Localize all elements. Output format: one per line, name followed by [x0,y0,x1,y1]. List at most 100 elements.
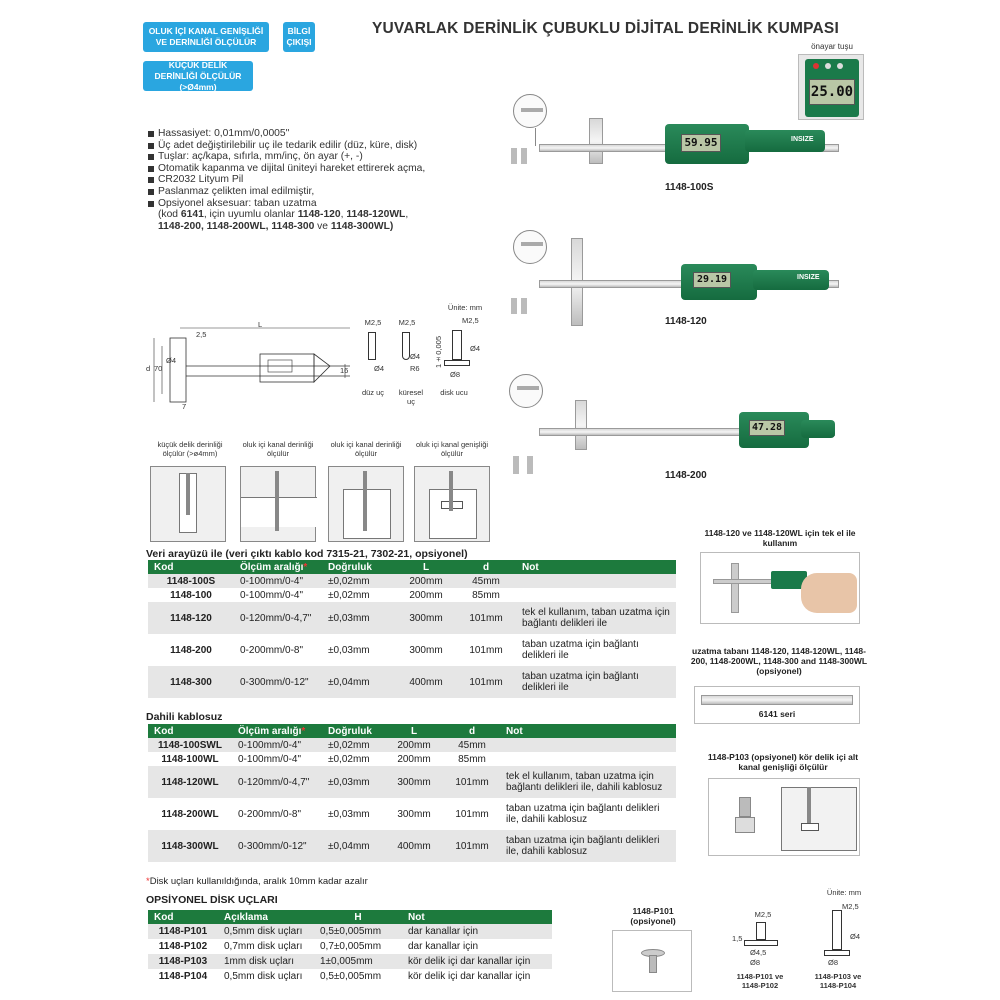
p103-drawing: M2,5 Ø4 Ø8 1148-P103 ve 1148-P104 [806,896,870,996]
p101-title: 1148-P101 (opsiyonel) [630,906,676,926]
model-label-1148-100s: 1148-100S [665,182,714,193]
col-header: Açıklama [218,910,314,924]
feature-item: Hassasiyet: 0,01mm/0,0005" [148,128,508,140]
groove-width-button[interactable]: OLUK İÇİ KANAL GENİŞLİĞİ VE DERİNLİĞİ ÖL… [143,22,269,52]
p101-caption: 1148-P101 ve 1148-P102 [736,972,784,990]
product-photo-1148-200: 47.28 [505,372,835,482]
model-label-1148-120: 1148-120 [665,316,707,327]
feature-item: Üç adet değiştirilebilir uç ile tedarik … [148,140,508,152]
lcd-1148-100s: 59.95 [681,134,721,152]
tip-label-disc: disk ucu [440,388,468,397]
spec-table-data-interface: Kod Ölçüm aralığı* Doğruluk L d Not 1148… [148,560,676,698]
col-header: d [444,724,500,738]
col-header: Not [500,724,676,738]
lcd-1148-120: 29.19 [693,272,731,288]
col-header: H [314,910,402,924]
col-header: Ölçüm aralığı* [232,724,322,738]
model-label-1148-200: 1148-200 [665,470,707,481]
dim-70: 70 [154,364,163,373]
col-header: L [384,724,444,738]
feature-item: CR2032 Lityum Pil [148,174,508,186]
col-header: Not [402,910,552,924]
footnote: *Disk uçları kullanıldığında, aralık 10m… [146,876,368,887]
col-header: Doğruluk [322,560,396,574]
col-header: Doğruluk [322,724,384,738]
feature-item-continued: 1148-200, 1148-200WL, 1148-300 ve 1148-3… [158,220,394,232]
lcd-1148-200: 47.28 [749,420,785,436]
col-header: d [456,560,516,574]
small-hole-button[interactable]: KÜÇÜK DELİK DERİNLİĞİ ÖLÇÜLÜR (>Ø4mm) [143,60,253,92]
usecase-row: küçük delik derinliği ölçülür (>ø4mm) ol… [148,440,490,550]
usecase-image [414,466,490,542]
usecase-image [150,466,226,542]
brand-logo: INSIZE [797,274,820,281]
dim-d: d [146,364,151,373]
tip-flat: M2,5 Ø4 düz uç [361,318,385,397]
p101-photo [612,930,692,992]
spec-table-wireless: Kod Ölçüm aralığı* Doğruluk L d Not 1148… [148,724,676,862]
p103-photo [708,778,860,856]
feature-item: Paslanmaz çelikten imal edilmiştir, [148,186,508,198]
feature-item-continued: (kod 6141, için uyumlu olanlar 1148-120,… [158,209,409,221]
usecase-label: küçük delik derinliği ölçülür (>ø4mm) [157,440,223,458]
extension-photo [694,686,860,724]
p103-caption: 1148-P103 ve 1148-P104 [814,972,862,990]
dim-7: 7 [182,402,187,411]
table1-title: Veri arayüzü ile (veri çıktı kablo kod 7… [146,548,468,560]
col-header: Kod [148,910,218,924]
p101-drawing: M2,5 1,5 Ø4,5 Ø8 1148-P101 ve 1148-P102 [730,908,790,998]
product-photo-1148-100s: 59.95 INSIZE [505,88,839,188]
tip-label-ball: küresel uç [398,388,424,406]
col-header: Kod [148,724,232,738]
extension-title: uzatma tabanı 1148-120, 1148-120WL, 1148… [690,646,868,676]
col-header: Not [516,560,676,574]
one-hand-photo [700,552,860,624]
dim-L: L [258,320,263,329]
extension-label: 6141 seri [758,709,796,719]
unit-label-2: Ünite: mm [826,888,862,897]
col-header: L [396,560,456,574]
tip-disc: M2,5 1±0,005 Ø4 Ø8 disk ucu [434,316,481,397]
preset-key-label: önayar tuşu [811,42,853,51]
col-header: Kod [148,560,234,574]
usecase-image [240,466,317,542]
usecase-label: oluk içi kanal derinliği ölçülür [330,440,402,458]
one-hand-title: 1148-120 ve 1148-120WL için tek el ile k… [704,528,856,548]
usecase-label: oluk içi kanal derinliği ölçülür [242,440,314,458]
page-title: YUVARLAK DERİNLİK ÇUBUKLU DİJİTAL DERİNL… [372,20,839,37]
usecase-image [328,466,404,542]
feature-list: Hassasiyet: 0,01mm/0,0005" Üç adet değiş… [148,128,508,232]
table2-title: Dahili kablosuz [146,711,223,723]
dim-16: 16 [340,366,349,375]
data-output-button[interactable]: BİLGİ ÇIKIŞI [283,22,315,52]
table3-title: OPSİYONEL DİSK UÇLARI [146,894,278,906]
preset-key-photo: 25.00 [798,54,864,120]
p103-title: 1148-P103 (opsiyonel) kör delik içi alt … [707,752,859,772]
brand-logo: INSIZE [791,136,814,143]
feature-item: Otomatik kapanma ve dijital üniteyi hare… [148,163,508,175]
col-header: Ölçüm aralığı* [234,560,322,574]
preset-lcd: 25.00 [809,79,855,105]
feature-item: Tuşlar: aç/kapa, sıfırla, mm/inç, ön aya… [148,151,508,163]
dimension-schematic: L 2,5 d 70 Ø4 16 7 [140,316,360,416]
tip-ball: M2,5 Ø4 R6 küresel uç [394,318,430,413]
unit-label: Ünite: mm [447,303,483,312]
feature-item: Opsiyonel aksesuar: taban uzatma [148,198,508,210]
tip-label-flat: düz uç [361,388,385,397]
dim-2-5: 2,5 [196,330,207,339]
